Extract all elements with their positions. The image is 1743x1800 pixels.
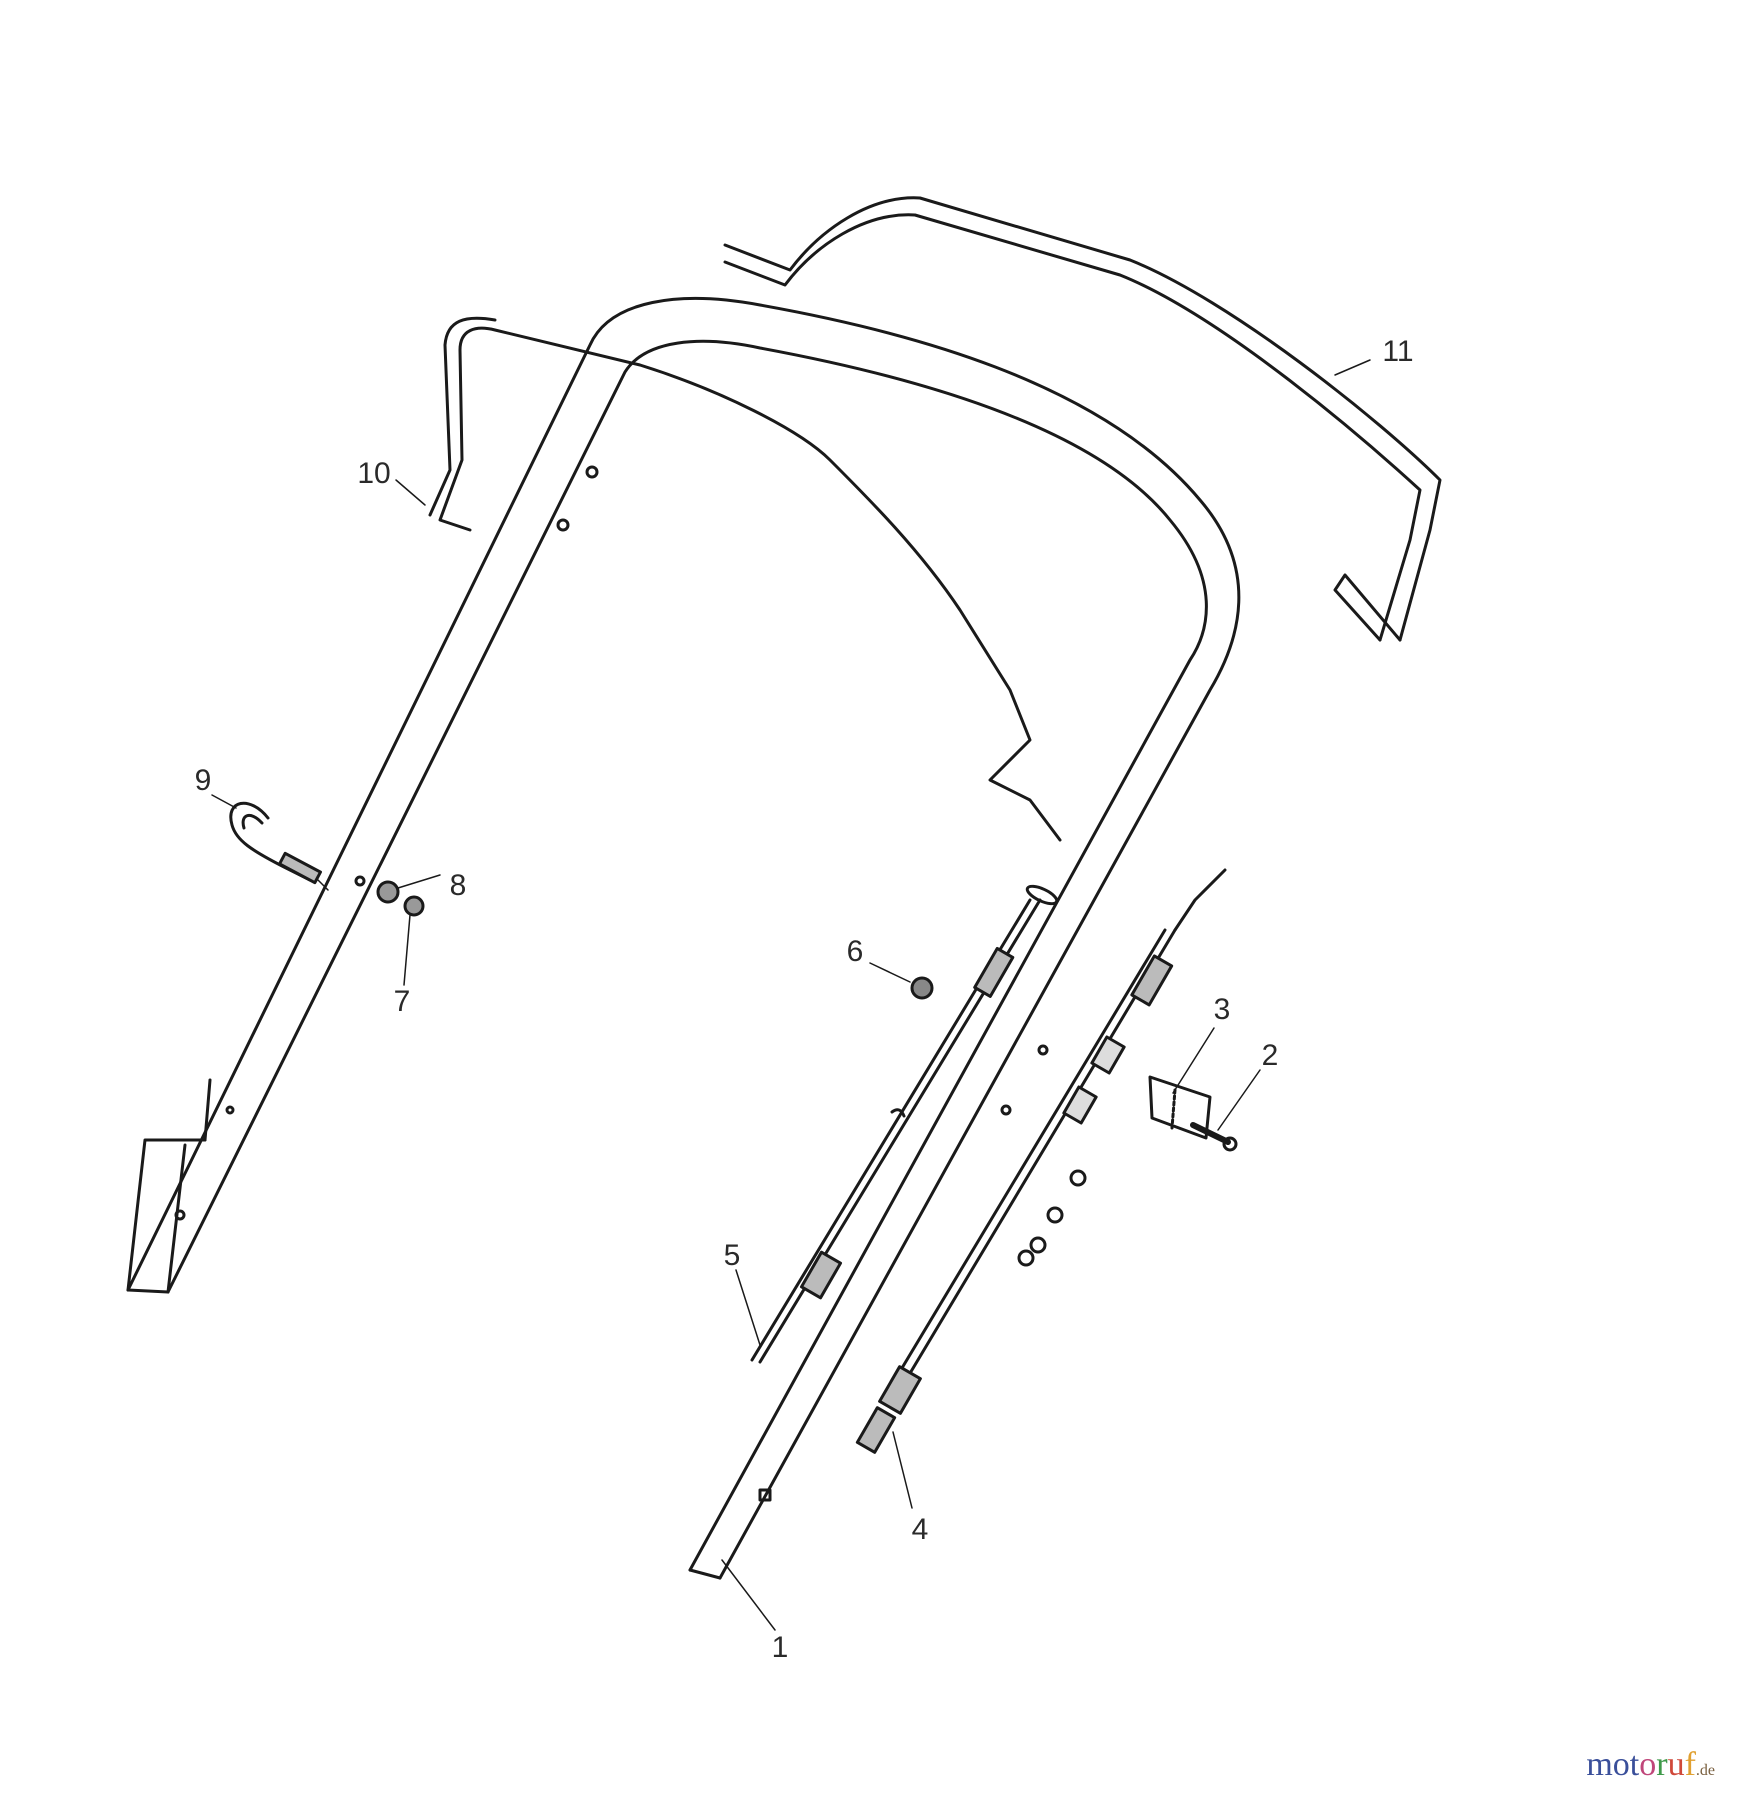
callout-leader-6 xyxy=(869,962,911,983)
callout-3: 3 xyxy=(1213,993,1231,1026)
callout-leader-11 xyxy=(1334,359,1371,376)
callout-8: 8 xyxy=(449,869,467,902)
callout-leader-3 xyxy=(1172,1027,1215,1094)
callout-6: 6 xyxy=(846,935,864,968)
hook-bolt-9 xyxy=(229,801,322,885)
logo-tld: .de xyxy=(1695,1762,1715,1779)
callout-1: 1 xyxy=(771,1631,789,1664)
logo-letter: f xyxy=(1684,1746,1696,1783)
logo-letter: t xyxy=(1629,1746,1640,1783)
screw-2 xyxy=(1190,1122,1238,1152)
callout-4: 4 xyxy=(911,1513,929,1546)
cable-4-with-spring xyxy=(855,868,1227,1454)
logo-letter: o xyxy=(1639,1746,1657,1783)
logo-letter: m xyxy=(1586,1746,1613,1783)
cable-5 xyxy=(750,884,1059,1364)
logo-letter: r xyxy=(1656,1746,1668,1783)
callout-5: 5 xyxy=(723,1239,741,1272)
callout-leader-8 xyxy=(397,874,441,889)
bail-bar-11 xyxy=(723,196,1442,642)
washers xyxy=(1017,1169,1087,1267)
motoruf-watermark-logo: motoruf.de xyxy=(1586,1746,1715,1784)
logo-letter: o xyxy=(1612,1746,1630,1783)
callout-leader-10 xyxy=(395,479,426,506)
callout-leader-5 xyxy=(735,1269,761,1346)
callout-9: 9 xyxy=(194,764,212,797)
callout-leader-7 xyxy=(403,914,411,986)
callout-7: 7 xyxy=(393,985,411,1018)
callout-2: 2 xyxy=(1261,1039,1279,1072)
main-handle-tube xyxy=(126,297,1241,1580)
callout-leader-1 xyxy=(721,1559,776,1631)
logo-letter: u xyxy=(1667,1746,1685,1783)
nut-7 xyxy=(403,895,425,917)
nut-6 xyxy=(910,976,934,1000)
callout-10: 10 xyxy=(357,457,391,490)
callout-leader-4 xyxy=(892,1431,913,1509)
callout-leader-2 xyxy=(1217,1069,1261,1131)
bail-bar-10 xyxy=(428,316,1062,842)
callout-leader-9 xyxy=(211,794,237,809)
callout-11: 11 xyxy=(1382,335,1414,368)
washer-8 xyxy=(376,880,400,904)
bracket-plate-3 xyxy=(1148,1075,1212,1140)
